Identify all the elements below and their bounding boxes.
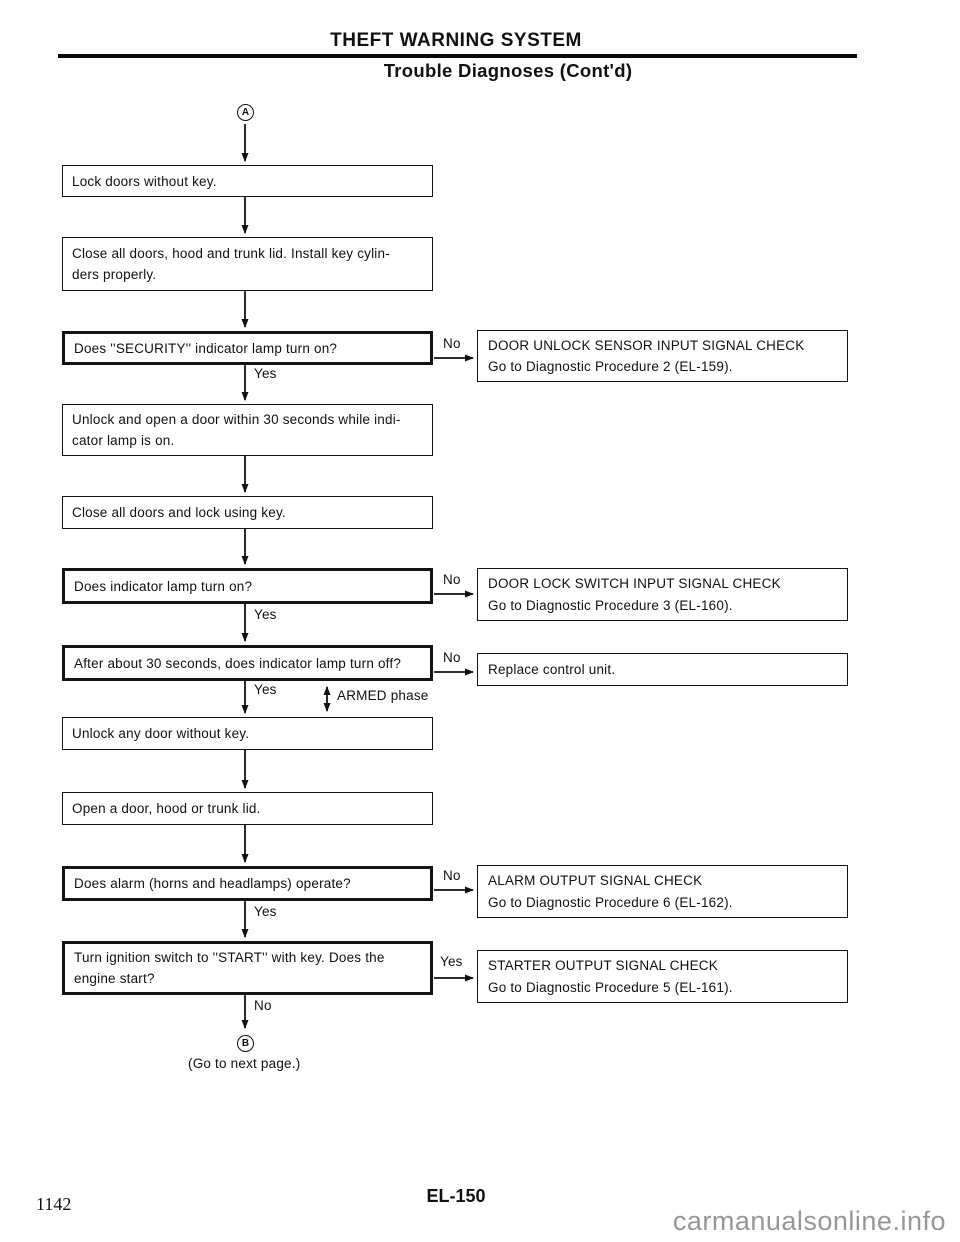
result-note: Go to Diagnostic Procedure 3 (EL-160). xyxy=(488,597,733,613)
decision-security-lamp: Does ''SECURITY'' indicator lamp turn on… xyxy=(62,331,433,365)
result-title: DOOR UNLOCK SENSOR INPUT SIGNAL CHECK xyxy=(488,337,805,353)
page-subtitle: Trouble Diagnoses (Cont'd) xyxy=(383,60,633,81)
go-to-next-page-note: (Go to next page.) xyxy=(188,1056,301,1071)
page-number: 1142 xyxy=(36,1194,72,1214)
yes-label: Yes xyxy=(438,954,465,969)
step-lock-doors: Lock doors without key. xyxy=(62,165,433,197)
yes-label: Yes xyxy=(252,607,279,622)
no-label: No xyxy=(441,868,463,883)
result-title: DOOR LOCK SWITCH INPUT SIGNAL CHECK xyxy=(488,576,781,591)
no-label: No xyxy=(252,998,274,1013)
step-unlock-any-door: Unlock any door without key. xyxy=(62,717,433,750)
armed-phase-label: ARMED phase xyxy=(335,688,431,703)
result-note: Go to Diagnostic Procedure 5 (EL-161). xyxy=(488,979,733,995)
header-rule xyxy=(58,54,857,58)
result-note: Go to Diagnostic Procedure 6 (EL-162). xyxy=(488,894,733,910)
decision-alarm-operate: Does alarm (horns and headlamps) operate… xyxy=(62,866,433,901)
step-open-door-hood-trunk: Open a door, hood or trunk lid. xyxy=(62,792,433,825)
result-title: STARTER OUTPUT SIGNAL CHECK xyxy=(488,958,718,973)
page-title: THEFT WARNING SYSTEM xyxy=(330,30,582,51)
no-label: No xyxy=(441,572,463,587)
result-title: Replace control unit. xyxy=(488,661,616,677)
result-door-lock-switch-check: DOOR LOCK SWITCH INPUT SIGNAL CHECK Go t… xyxy=(477,568,848,621)
connector-a: A xyxy=(237,104,254,121)
result-note: Go to Diagnostic Procedure 2 (EL-159). xyxy=(488,359,733,374)
watermark: carmanualsonline.info xyxy=(672,1206,946,1236)
result-door-unlock-sensor-check: DOOR UNLOCK SENSOR INPUT SIGNAL CHECK Go… xyxy=(477,330,848,382)
yes-label: Yes xyxy=(252,904,279,919)
connector-b: B xyxy=(237,1035,254,1052)
result-starter-output-check: STARTER OUTPUT SIGNAL CHECK Go to Diagno… xyxy=(477,950,848,1003)
page-code: EL-150 xyxy=(426,1186,486,1206)
decision-lamp-turn-off: After about 30 seconds, does indicator l… xyxy=(62,645,433,681)
result-title: ALARM OUTPUT SIGNAL CHECK xyxy=(488,873,703,888)
no-label: No xyxy=(441,650,463,665)
yes-label: Yes xyxy=(252,682,279,697)
no-label: No xyxy=(441,336,463,351)
step-close-doors-lock-key: Close all doors and lock using key. xyxy=(62,496,433,529)
step-close-doors-install-key: Close all doors, hood and trunk lid. Ins… xyxy=(62,237,433,291)
decision-engine-start: Turn ignition switch to ''START'' with k… xyxy=(62,941,433,995)
yes-label: Yes xyxy=(252,366,279,381)
step-unlock-open-door: Unlock and open a door within 30 seconds… xyxy=(62,404,433,456)
result-alarm-output-check: ALARM OUTPUT SIGNAL CHECK Go to Diagnost… xyxy=(477,865,848,918)
result-replace-control-unit: Replace control unit. xyxy=(477,653,848,686)
decision-indicator-lamp: Does indicator lamp turn on? xyxy=(62,568,433,604)
